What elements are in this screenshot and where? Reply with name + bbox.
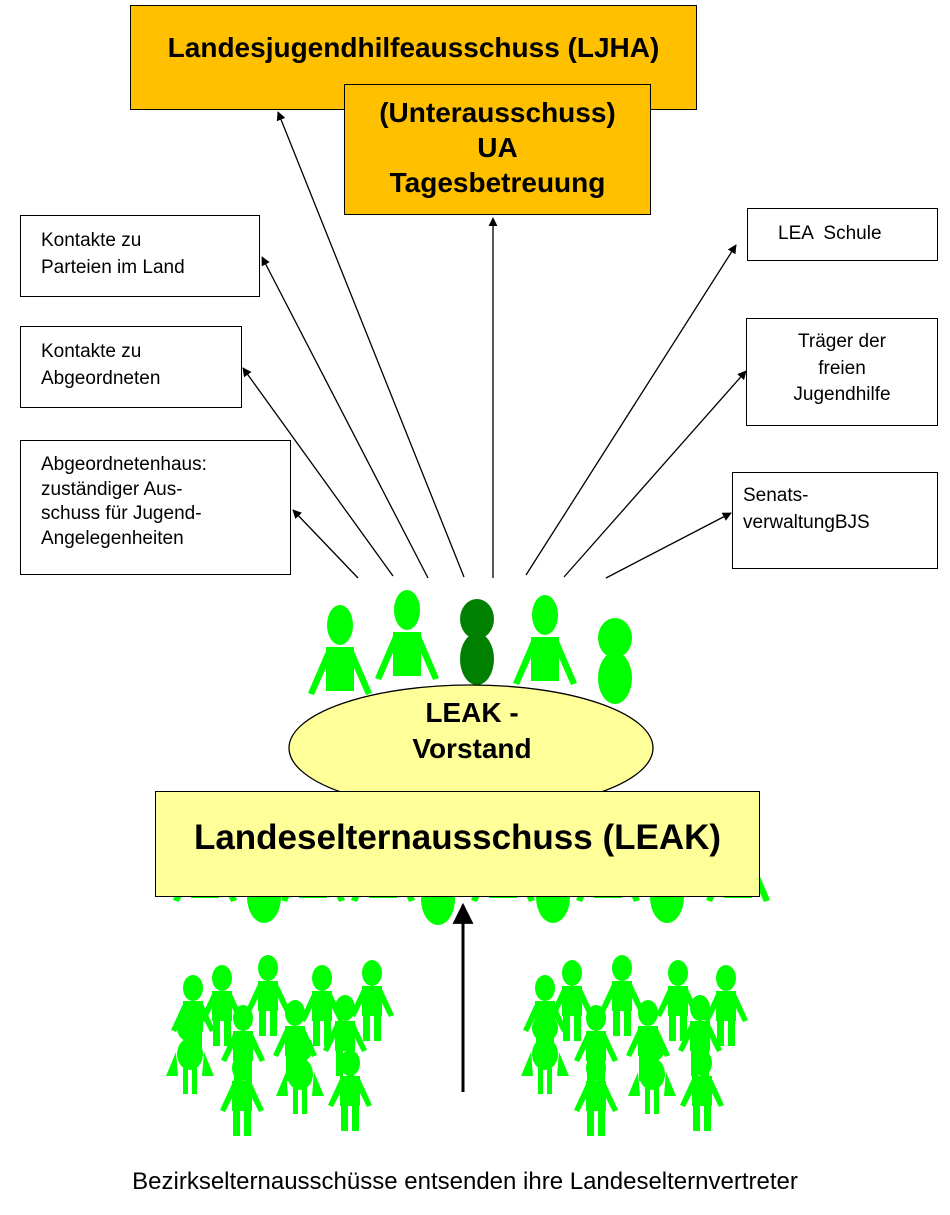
- lea-label: LEA Schule: [778, 223, 882, 244]
- arrow-to-abgeordnete: [242, 367, 394, 577]
- stick-figure-icon: [460, 599, 494, 685]
- parteien-line-1: Kontakte zu: [41, 230, 142, 251]
- senat-line-1: Senats-: [743, 485, 809, 506]
- abgeordnete-line-1: Kontakte zu: [41, 341, 142, 362]
- vorstand-line-1: LEAK -: [425, 697, 519, 728]
- haus-line-1: Abgeordnetenhaus:: [41, 454, 207, 475]
- arrow-to-ljha: [276, 111, 465, 578]
- arrow-to-haus: [292, 509, 359, 579]
- arrow-to-lea: [525, 244, 737, 576]
- vorstand-label: LEAK - Vorstand: [290, 695, 654, 768]
- traeger-line-3: Jugendhilfe: [793, 384, 891, 406]
- vorstand-line-2: Vorstand: [412, 733, 532, 765]
- haus-line-2: zuständiger Aus-: [41, 478, 183, 500]
- senatsverwaltung-box: Senats- verwaltungBJS: [732, 472, 938, 569]
- stick-figure-icon: [375, 590, 439, 680]
- kontakte-abgeordnete-box: Kontakte zu Abgeordneten: [20, 326, 242, 408]
- stick-figure-icon: [308, 605, 372, 695]
- lea-schule-box: LEA Schule: [747, 208, 938, 261]
- ua-line-3: Tagesbetreuung: [389, 167, 606, 198]
- ua-line-2: UA: [477, 132, 518, 163]
- stick-figure-icon: [513, 595, 577, 685]
- ljha-label: Landesjugendhilfeausschuss (LJHA): [167, 32, 660, 63]
- ua-tagesbetreuung-box: (Unterausschuss) UA Tagesbetreuung: [344, 84, 651, 215]
- parteien-line-2: Parteien im Land: [41, 256, 185, 278]
- abgeordnete-line-2: Abgeordneten: [41, 367, 161, 389]
- arrows-group: [242, 111, 747, 1092]
- senat-line-2: verwaltungBJS: [743, 511, 870, 533]
- leak-label: Landeselternausschuss (LEAK): [193, 818, 722, 857]
- kontakte-parteien-box: Kontakte zu Parteien im Land: [20, 215, 260, 297]
- arrow-to-parteien: [261, 256, 429, 579]
- arrow-to-traeger: [563, 370, 747, 578]
- traeger-box: Träger der freien Jugendhilfe: [746, 318, 938, 426]
- stick-figure-icon: [598, 618, 632, 704]
- caption: Bezirkselternausschüsse entsenden ihre L…: [132, 1168, 798, 1195]
- bezirk-group-right: [521, 955, 748, 1136]
- haus-line-3: schuss für Jugend-: [41, 503, 202, 525]
- traeger-line-2: freien: [818, 357, 866, 379]
- ua-line-1: (Unterausschuss): [379, 97, 616, 128]
- traeger-line-1: Träger der: [798, 331, 886, 352]
- arrow-to-senat: [605, 512, 732, 579]
- abgeordnetenhaus-box: Abgeordnetenhaus: zuständiger Aus- schus…: [20, 440, 291, 575]
- leak-box: Landeselternausschuss (LEAK): [155, 791, 760, 897]
- bezirk-group-left: [166, 955, 394, 1136]
- haus-line-4: Angelegenheiten: [41, 528, 184, 550]
